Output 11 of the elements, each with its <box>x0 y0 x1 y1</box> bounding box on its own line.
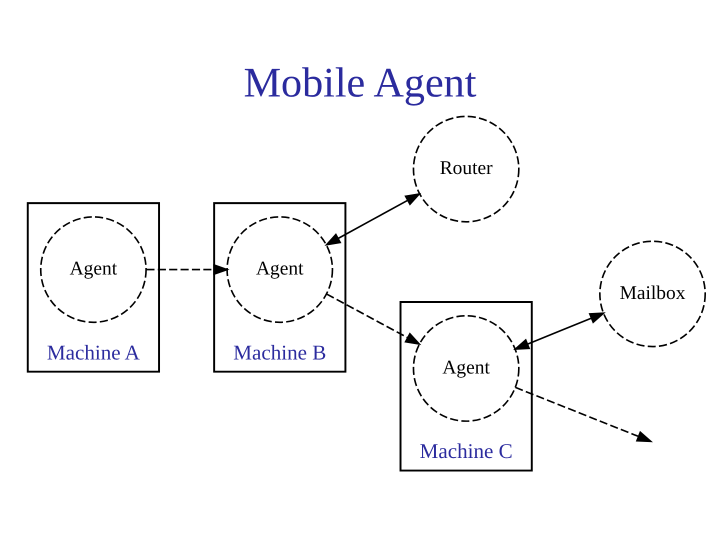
arrow <box>324 192 422 246</box>
arrow <box>146 264 230 276</box>
node-circle: Mailbox <box>599 240 706 348</box>
arrow <box>515 386 653 442</box>
node-circle: Agent <box>226 216 334 324</box>
arrow <box>513 312 606 350</box>
node-circle: Agent <box>40 216 147 324</box>
node-circle: Router <box>412 116 520 223</box>
arrow <box>326 293 422 346</box>
node-circle: Agent <box>412 314 520 422</box>
diagram-title: Mobile Agent <box>244 60 476 107</box>
